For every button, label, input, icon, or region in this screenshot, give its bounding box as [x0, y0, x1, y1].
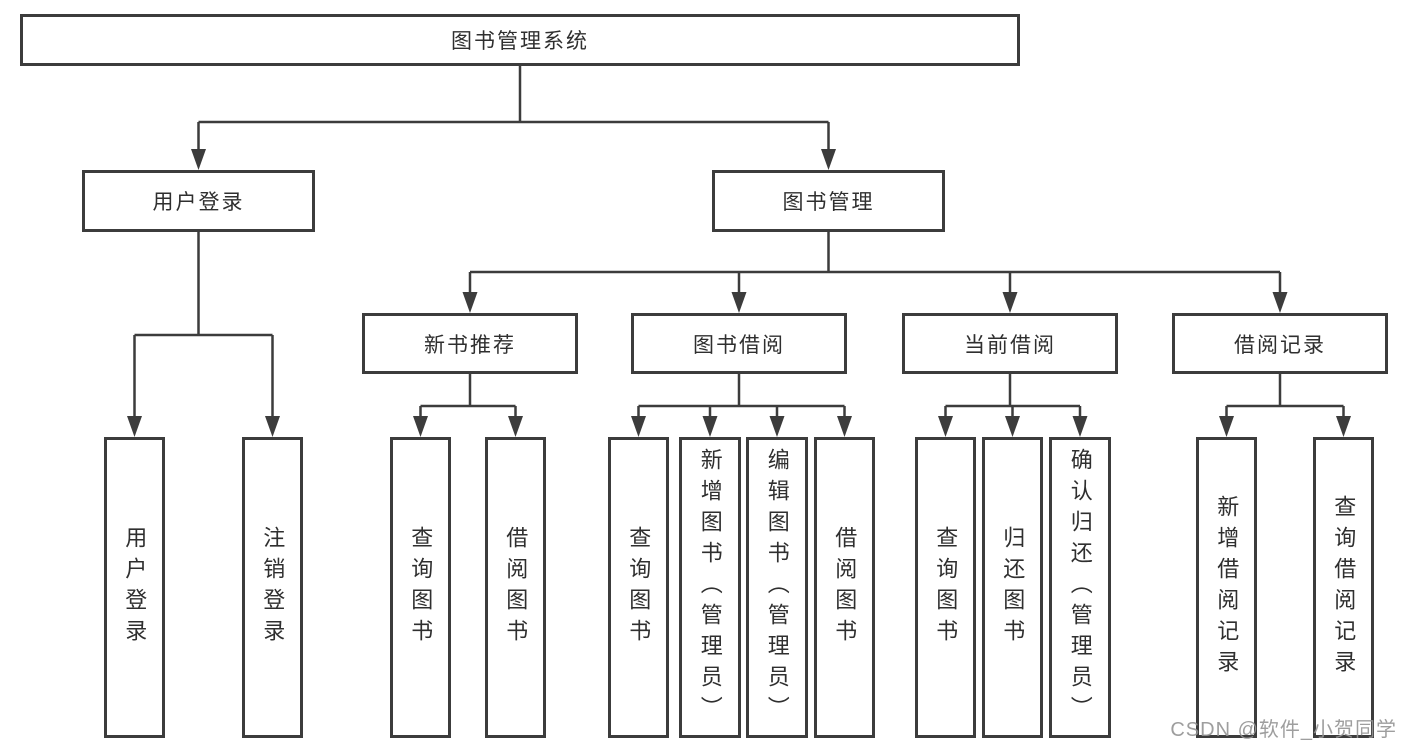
node-user-login: 用户登录: [82, 170, 315, 232]
connector-new-book-rec-to-leaves: [419, 374, 517, 420]
node-book-borrowing: 图书借阅: [631, 313, 847, 374]
connector-book-borrow-to-leaves: [637, 374, 846, 420]
node-leaf-bb-edit-books-admin: 编辑图书（管理员）: [746, 437, 808, 738]
node-root-system: 图书管理系统: [20, 14, 1020, 66]
node-leaf-br-add-record: 新增借阅记录: [1196, 437, 1257, 738]
connector-borrow-records-to-leaves: [1225, 374, 1345, 420]
connector-book-mgmt-to-level3: [468, 232, 1282, 296]
connector-root-to-level2: [197, 66, 830, 153]
node-leaf-nbr-borrow-books: 借阅图书: [485, 437, 546, 738]
node-leaf-cb-return-books: 归还图书: [982, 437, 1043, 738]
node-leaf-bb-add-books-admin: 新增图书（管理员）: [679, 437, 741, 738]
node-leaf-bb-query-books: 查询图书: [608, 437, 669, 738]
node-leaf-cb-confirm-return-admin: 确认归还（管理员）: [1049, 437, 1111, 738]
node-leaf-br-query-record: 查询借阅记录: [1313, 437, 1374, 738]
node-current-borrowing: 当前借阅: [902, 313, 1118, 374]
node-leaf-nbr-query-books: 查询图书: [390, 437, 451, 738]
node-book-management: 图书管理: [712, 170, 945, 232]
node-borrowing-records: 借阅记录: [1172, 313, 1388, 374]
connector-user-login-to-leaves: [133, 232, 274, 420]
node-leaf-logout: 注销登录: [242, 437, 303, 738]
node-new-book-recommend: 新书推荐: [362, 313, 578, 374]
arrowheads: [127, 149, 1351, 437]
connector-current-borrow-to-leaves: [944, 374, 1082, 420]
node-leaf-user-login: 用户登录: [104, 437, 165, 738]
node-leaf-bb-borrow-books: 借阅图书: [814, 437, 875, 738]
node-leaf-cb-query-books: 查询图书: [915, 437, 976, 738]
